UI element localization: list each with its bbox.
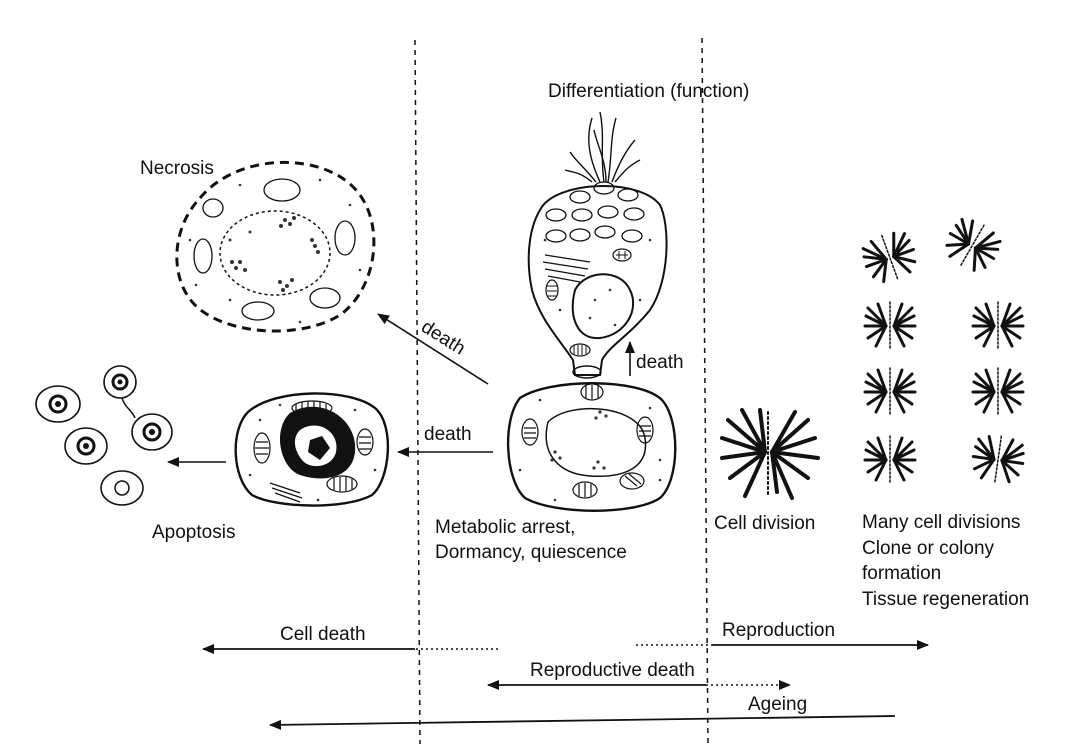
right-divider	[702, 38, 708, 744]
death-label-necrosis: death	[417, 316, 468, 359]
many-divisions-line1: Many cell divisions	[862, 512, 1020, 533]
dormant-cell	[508, 383, 675, 511]
apoptotic-bodies	[36, 366, 172, 505]
mini-mitosis	[858, 227, 921, 289]
apoptotic-body	[104, 366, 136, 398]
many-divisions-line3: formation	[862, 563, 941, 584]
reproduction-label: Reproduction	[722, 620, 835, 641]
mini-mitosis	[973, 302, 1023, 350]
apoptotic-cell	[236, 393, 388, 505]
necrosis-cell	[177, 162, 374, 331]
apoptotic-body	[132, 414, 172, 450]
mini-mitosis	[865, 436, 915, 484]
apoptotic-body	[65, 428, 107, 464]
ageing-arrow	[270, 716, 895, 725]
mini-mitosis	[970, 433, 1026, 487]
apoptotic-bleb-link	[122, 398, 135, 418]
differentiation-label: Differentiation (function)	[548, 81, 749, 102]
many-divisions-line2: Clone or colony	[862, 538, 995, 559]
apoptosis-label: Apoptosis	[152, 522, 235, 543]
death-label-apoptosis: death	[424, 424, 472, 445]
apoptotic-body	[36, 386, 80, 422]
many-divisions-line4: Tissue regeneration	[862, 589, 1029, 610]
left-divider	[415, 40, 420, 744]
mini-mitosis	[973, 368, 1023, 416]
mini-mitosis	[938, 213, 1005, 280]
cell-death-label: Cell death	[280, 624, 366, 645]
death-label-differentiation: death	[636, 352, 684, 373]
cell-division-label: Cell division	[714, 513, 815, 534]
metabolic-arrest-line1: Metabolic arrest,	[435, 517, 575, 538]
reproductive-death-label: Reproductive death	[530, 660, 695, 681]
mitosis-figure	[722, 410, 818, 498]
many-divisions-group	[858, 213, 1026, 488]
mini-mitosis	[865, 302, 915, 350]
necrosis-label: Necrosis	[140, 158, 214, 179]
ageing-label: Ageing	[748, 694, 807, 715]
differentiated-cell	[529, 112, 667, 378]
metabolic-arrest-line2: Dormancy, quiescence	[435, 542, 627, 563]
apoptotic-body	[101, 471, 143, 505]
mini-mitosis	[865, 368, 915, 416]
